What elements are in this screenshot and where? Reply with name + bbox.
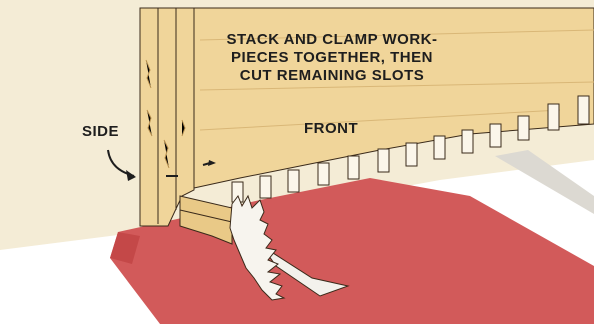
annotation-line-3: CUT REMAINING SLOTS [240, 67, 425, 84]
side-board [140, 8, 194, 226]
front-label: FRONT [304, 120, 358, 137]
side-label: SIDE [82, 123, 119, 140]
annotation-line-1: STACK AND CLAMP WORK- [226, 31, 437, 48]
left-wall [0, 0, 150, 250]
annotation-line-2: PIECES TOGETHER, THEN [231, 49, 433, 66]
